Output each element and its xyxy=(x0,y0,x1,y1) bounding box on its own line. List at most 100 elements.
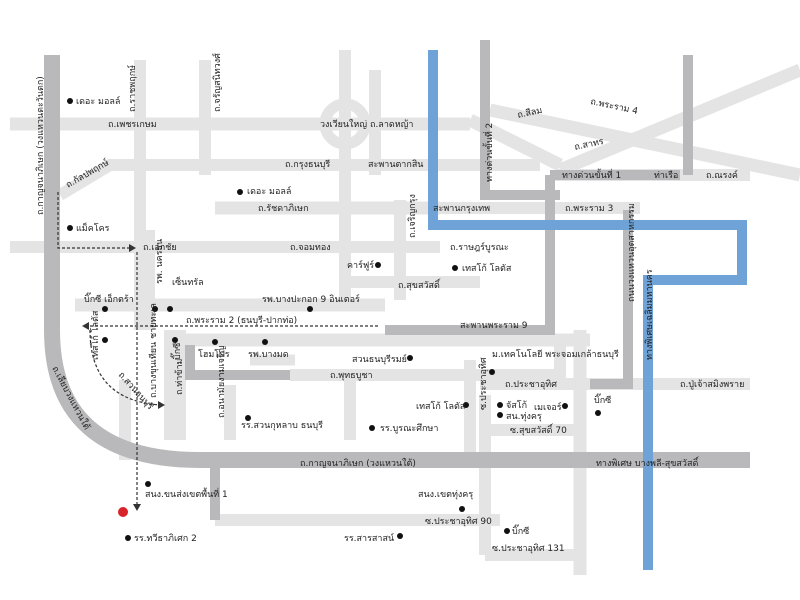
label-expressway-1: ทางด่วนขั้นที่ 1 xyxy=(562,168,621,181)
label-ekachai: ถ.เอกชัย xyxy=(143,243,177,253)
poi-jusco-dot xyxy=(497,402,503,408)
poi-makro-dot xyxy=(67,225,73,231)
label-jusco: จัสโก้ xyxy=(506,400,527,411)
label-suksawat: ถ.สุขสวัสดิ์ xyxy=(398,278,441,291)
route-segment-ekachai xyxy=(57,192,130,249)
label-charansanitwong: ถ.จรัญสนิทวงศ์ xyxy=(211,53,223,112)
poi-bangmod-dot xyxy=(262,339,268,345)
route-arrow-rama2 xyxy=(82,322,89,330)
road-chalerm-mahanakorn-expressway xyxy=(428,50,747,570)
poi-buranasueksa-dot xyxy=(369,425,375,431)
label-rama3: ถ.พระราม 3 xyxy=(565,204,613,214)
map-labels: ถ.กาญจนาภิเษก (วงแหวนตะวันตก) ถ.ราชพฤกษ์… xyxy=(35,53,744,554)
label-ring-road-west: ถ.กาญจนาภิเษก (วงแหวนตะวันตก) xyxy=(35,76,46,215)
label-chom-thong: ถ.จอมทอง xyxy=(290,243,331,253)
route-arrow-south xyxy=(133,504,141,511)
label-bangphli-suksawat-exp: ทางพิเศษ บางพลี-สุขสวัสดิ์ xyxy=(596,456,700,469)
expressways xyxy=(428,50,747,570)
label-wongwian-yai: วงเวียนใหญ่ xyxy=(320,119,367,130)
label-home-pro: โฮมโปร xyxy=(198,349,230,360)
label-pracha-uthit-90: ซ.ประชาอุทิศ 90 xyxy=(425,516,492,527)
label-nakhon-hospital: รพ. นครธน xyxy=(155,239,165,284)
label-thungkru-district: สนง.เขตทุ่งครุ xyxy=(418,490,473,500)
poi-thungkru-district-dot xyxy=(459,506,465,512)
label-police-thungkru: สน.ทุ่งครุ xyxy=(506,412,542,422)
poi-police-dot xyxy=(497,412,503,418)
route-segment-curve xyxy=(89,329,161,406)
label-taksin-bridge: สะพานตากสิน xyxy=(368,159,423,170)
road-krung-thonburi xyxy=(56,159,540,201)
label-school-trithaphisek: รร.ทวีธาภิเศก 2 xyxy=(134,533,197,544)
poi-major-dot xyxy=(562,403,568,409)
poi-bigc-4-dot xyxy=(504,528,510,534)
label-tha-kham: ถ.ท่าข้าม xyxy=(174,358,185,395)
poi-central-dot xyxy=(167,306,173,312)
label-tesco-2: เทสโก้ โลตัส xyxy=(90,310,101,360)
label-tha-ruea: ท่าเรือ xyxy=(654,170,678,181)
label-krung-thonburi: ถ.กรุงธนบุรี xyxy=(285,159,330,170)
label-phutthabucha: ถ.พุทธบูชา xyxy=(330,371,373,381)
label-central: เซ็นทรัล xyxy=(172,275,204,288)
label-suan-thonburirom: สวนธนบุรีรมย์ xyxy=(352,353,407,365)
label-tesco-3: เทสโก้ โลตัส xyxy=(416,401,466,412)
poi-suan-kularb-dot xyxy=(245,415,251,421)
poi-sarasas-dot xyxy=(397,533,403,539)
route-arrow-curve xyxy=(158,401,165,409)
label-suksawat-70: ซ.สุขสวัสดิ์ 70 xyxy=(510,423,567,436)
label-kanchanaphisek-south: ถ.กาญจนาภิเษก (วงแหวนใต้) xyxy=(300,458,416,469)
road-kanchanaphisek-ring xyxy=(44,55,750,468)
label-krungthep-bridge: สะพานกรุงเทพ xyxy=(433,204,490,214)
poi-tesco-1-dot xyxy=(452,265,458,271)
label-pracha-uthit-131: ซ.ประชาอุทิศ 131 xyxy=(492,543,565,554)
label-silom: ถ.สีลม xyxy=(516,105,543,121)
label-rama9-bridge: สะพานพระราม 9 xyxy=(460,321,528,331)
label-rama4: ถ.พระราม 4 xyxy=(589,97,639,117)
label-buranasueksa: รร.บูรณะศึกษา xyxy=(380,423,438,434)
label-pracha-uthit-soi: ซ.ประชาอุทิศ xyxy=(478,357,489,410)
label-bangmod-hospital: รพ.บางมด xyxy=(248,350,289,360)
road-silom xyxy=(488,103,800,182)
poi-home-pro-dot xyxy=(212,339,218,345)
label-bigc-2: บิ๊กซี xyxy=(170,343,183,360)
road-home-pro xyxy=(185,345,290,380)
label-rat-burana: ถ.ราษฎร์บูรณะ xyxy=(450,241,509,253)
label-bigc-3: บิ๊กซี xyxy=(594,393,611,406)
label-carrefour: คาร์ฟูร์ xyxy=(347,259,374,271)
poi-tesco-3-dot xyxy=(463,402,469,408)
label-expressway-2: ทางด่วนขั้นที่ 2 xyxy=(482,123,495,182)
poi-the-mall-2-dot xyxy=(237,189,243,195)
label-tesco-1: เทสโก้ โลตัส xyxy=(462,263,512,274)
poi-school-dot xyxy=(125,535,131,541)
road-industrial-ring xyxy=(590,210,633,389)
label-pracha-uthit: ถ.ประชาอุทิศ xyxy=(505,379,557,390)
wongwian-yai-circle xyxy=(319,98,371,150)
road-expressway-2 xyxy=(480,40,560,200)
poi-bigc-2-dot xyxy=(172,337,178,343)
label-rama2: ถ.พระราม 2 (ธนบุรี-ปากท่อ) xyxy=(186,315,297,326)
road-rama4 xyxy=(557,64,800,176)
poi-markers xyxy=(67,98,601,541)
poi-district-office-dot xyxy=(145,481,151,487)
label-chalerm-mahanakorn-exp: ทางพิเศษเฉลิมมหานคร xyxy=(644,269,655,360)
label-lat-ya: ถ.ลาดหญ้า xyxy=(370,119,413,130)
label-sarasas: รร.สารสาสน์ xyxy=(344,532,394,544)
route-directions xyxy=(57,192,378,511)
poi-bigc-1-dot xyxy=(102,306,108,312)
label-ratchadaphisek: ถ.รัชดาภิเษก xyxy=(258,203,309,214)
minor-roads xyxy=(10,50,800,575)
label-bigc-4: บิ๊กซี xyxy=(512,524,529,537)
label-bigc-ekachai: บิ๊กซี เอ็กตร้า xyxy=(84,292,134,305)
label-bang-khun-thian: ถ.บางขุนเทียน ชายทะเล xyxy=(148,303,159,398)
poi-tesco-2-dot xyxy=(102,337,108,343)
poi-the-mall-1-dot xyxy=(67,98,73,104)
destination-marker xyxy=(118,507,128,517)
poi-nakhon-hospital-dot xyxy=(152,306,158,312)
label-puchao-saming-phrai: ถ.ปู่เจ้าสมิงพราย xyxy=(680,379,744,390)
label-phetkasem: ถ.เพชรเกษม xyxy=(108,120,157,130)
label-major: เมเจอร์ xyxy=(534,401,562,413)
poi-suan-thonburirom-dot xyxy=(407,355,413,361)
label-at-narong: ถ.ณรงค์ xyxy=(706,169,738,181)
poi-bangpakok-dot xyxy=(307,306,313,312)
